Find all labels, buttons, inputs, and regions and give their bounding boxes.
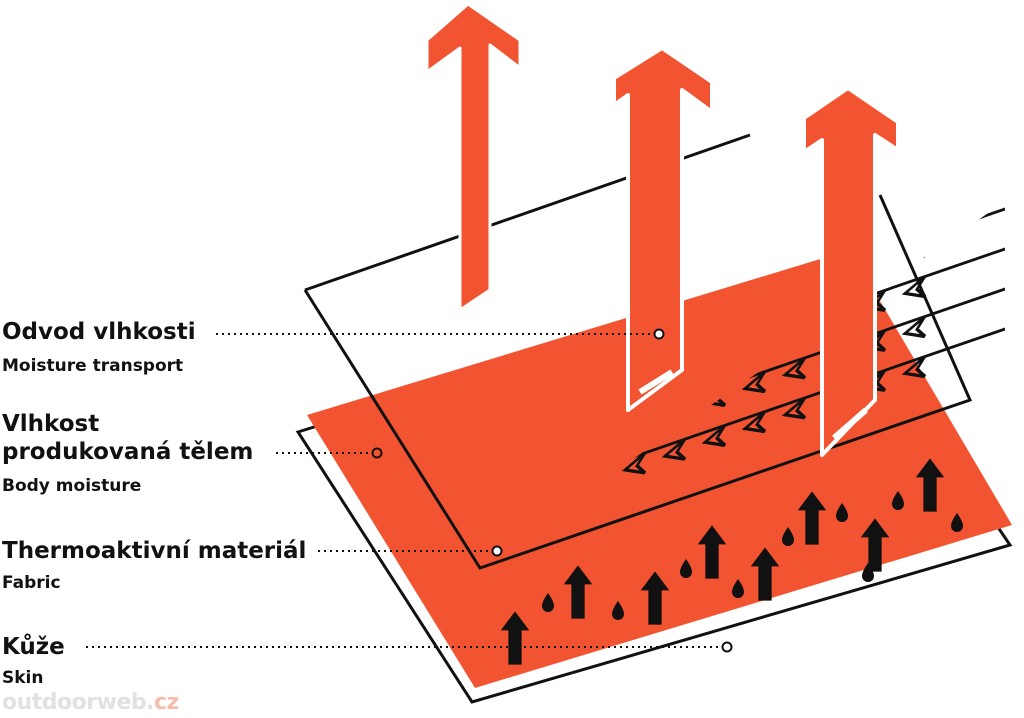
leader-dot-icon [653,328,665,340]
watermark-main: outdoorweb. [2,690,154,715]
body-moisture-title-line1: Vlhkost [2,411,100,437]
moisture-transport-subtitle: Moisture transport [2,356,184,376]
body-moisture-title-line2: produkovaná tělem [2,439,254,465]
up-arrow-icon [612,46,714,412]
leader-dot-icon [371,447,383,459]
fabric-title: Thermoaktivní materiál [2,538,307,564]
fabric-subtitle: Fabric [2,573,61,593]
body-moisture-subtitle: Body moisture [2,476,142,496]
watermark-tld: cz [153,690,179,715]
moisture-transport-title: Odvod vlhkosti [2,319,196,345]
skin-title: Kůže [2,634,65,660]
leader-dot-icon [721,641,733,653]
watermark-logo: outdoorweb.cz [2,690,179,715]
skin-subtitle: Skin [2,668,44,688]
up-arrow-icon [425,2,522,312]
leader-lines [86,328,733,653]
leader-dot-icon [491,545,503,557]
moisture-transport-arrows [425,2,900,457]
